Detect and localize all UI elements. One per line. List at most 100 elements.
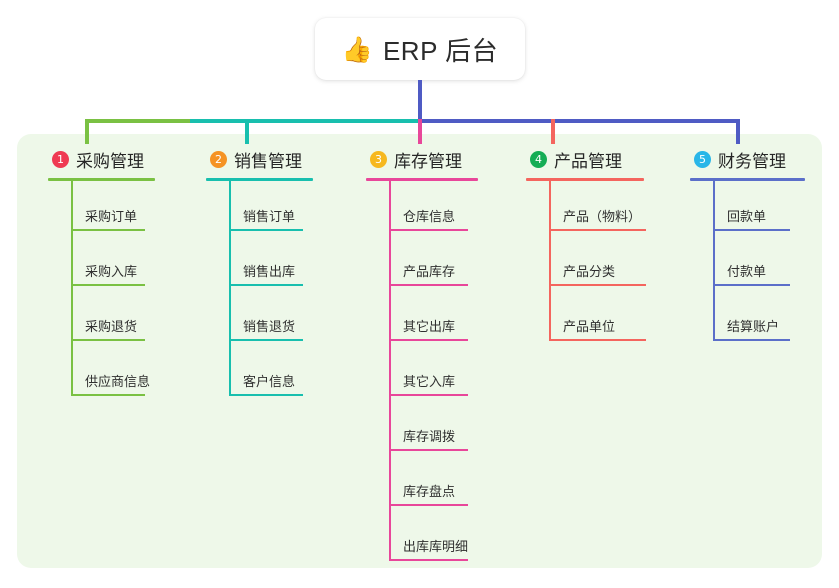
leaf-node[interactable]: 客户信息 (198, 346, 348, 401)
leaf-node[interactable]: 采购入库 (40, 236, 190, 291)
leaf-node-underline (229, 339, 303, 341)
branches-background-panel (17, 134, 822, 568)
branch-title: 财务管理 (718, 151, 786, 171)
leaf-node-underline (549, 229, 646, 231)
leaf-node[interactable]: 产品（物料） (518, 181, 678, 236)
branch-leaf-list: 仓库信息产品库存其它出库其它入库库存调拨库存盘点出库库明细 (358, 181, 508, 566)
leaf-node[interactable]: 库存调拨 (358, 401, 508, 456)
leaf-node[interactable]: 其它出库 (358, 291, 508, 346)
branch-header[interactable]: 1 采购管理 (40, 146, 190, 172)
leaf-node-underline (389, 504, 468, 506)
branch-underline (206, 178, 313, 181)
branch-header[interactable]: 3 库存管理 (358, 146, 508, 172)
branch-title: 产品管理 (554, 151, 622, 171)
branch-spine (713, 181, 715, 341)
leaf-node-label: 出库库明细 (403, 539, 469, 554)
leaf-node-underline (713, 284, 790, 286)
branch-column: 2 销售管理销售订单销售出库销售退货客户信息 (198, 146, 348, 401)
bus-segment-3 (418, 119, 740, 123)
branch-column: 4 产品管理产品（物料） 产品分类产品单位 (518, 146, 678, 346)
leaf-node-underline (389, 339, 468, 341)
branch-drop-4 (551, 119, 555, 144)
leaf-node-label: 采购订单 (85, 209, 138, 224)
leaf-node[interactable]: 产品库存 (358, 236, 508, 291)
leaf-node[interactable]: 出库库明细 (358, 511, 508, 566)
branch-spine (229, 181, 231, 396)
leaf-node-underline (389, 284, 468, 286)
leaf-node-label: 结算账户 (727, 319, 780, 334)
branch-drop-1 (85, 119, 89, 144)
leaf-node-label: 其它入库 (403, 374, 456, 389)
leaf-node-underline (229, 229, 303, 231)
leaf-node-label: 产品分类 (563, 264, 616, 279)
leaf-node-underline (71, 339, 145, 341)
leaf-node-underline (549, 339, 646, 341)
leaf-node-underline (549, 284, 646, 286)
leaf-node-label: 产品库存 (403, 264, 456, 279)
branch-drop-3 (418, 119, 422, 144)
root-node-title: ERP 后台 (382, 35, 499, 66)
leaf-node[interactable]: 产品分类 (518, 236, 678, 291)
branch-number-badge: 4 (530, 150, 547, 168)
branch-header[interactable]: 5 财务管理 (682, 146, 822, 172)
branch-title: 销售管理 (234, 151, 302, 171)
leaf-node[interactable]: 采购订单 (40, 181, 190, 236)
leaf-node-label: 回款单 (727, 209, 767, 224)
branch-number-badge: 3 (370, 150, 387, 168)
branch-header[interactable]: 2 销售管理 (198, 146, 348, 172)
branch-title: 库存管理 (394, 151, 462, 171)
branch-number-badge: 5 (694, 150, 711, 168)
branch-title: 采购管理 (76, 151, 144, 171)
bus-segment-2 (190, 119, 420, 123)
leaf-node-label: 产品（物料） (563, 209, 642, 224)
branch-column: 3 库存管理仓库信息产品库存其它出库其它入库库存调拨库存盘点出库库明细 (358, 146, 508, 566)
leaf-node-underline (389, 449, 468, 451)
leaf-node-underline (229, 394, 303, 396)
leaf-node[interactable]: 仓库信息 (358, 181, 508, 236)
branch-number-badge: 2 (210, 150, 227, 168)
branch-underline (690, 178, 805, 181)
leaf-node[interactable]: 产品单位 (518, 291, 678, 346)
leaf-node-label: 采购入库 (85, 264, 138, 279)
branch-spine (71, 181, 73, 396)
leaf-node-underline (229, 284, 303, 286)
leaf-node-underline (71, 394, 145, 396)
root-node-card[interactable]: 👍 ERP 后台 (315, 18, 525, 80)
branch-column: 5 财务管理回款单付款单结算账户 (682, 146, 822, 346)
branch-spine (389, 181, 391, 561)
leaf-node-underline (71, 284, 145, 286)
leaf-node-label: 库存调拨 (403, 429, 456, 444)
leaf-node-label: 客户信息 (243, 374, 296, 389)
branch-underline (366, 178, 478, 181)
root-stem-connector (418, 80, 422, 121)
leaf-node-underline (389, 394, 468, 396)
leaf-node-label: 采购退货 (85, 319, 138, 334)
leaf-node[interactable]: 回款单 (682, 181, 822, 236)
leaf-node[interactable]: 库存盘点 (358, 456, 508, 511)
thumbs-up-icon: 👍 (341, 34, 373, 64)
branch-column: 1 采购管理采购订单采购入库采购退货供应商信息 (40, 146, 190, 401)
leaf-node[interactable]: 销售退货 (198, 291, 348, 346)
branch-leaf-list: 采购订单采购入库采购退货供应商信息 (40, 181, 190, 401)
leaf-node[interactable]: 结算账户 (682, 291, 822, 346)
leaf-node[interactable]: 供应商信息 (40, 346, 190, 401)
leaf-node-label: 销售退货 (243, 319, 296, 334)
branch-drop-2 (245, 119, 249, 144)
branch-leaf-list: 销售订单销售出库销售退货客户信息 (198, 181, 348, 401)
leaf-node-label: 仓库信息 (403, 209, 456, 224)
branch-drop-5 (736, 119, 740, 144)
leaf-node[interactable]: 销售订单 (198, 181, 348, 236)
leaf-node-underline (389, 559, 468, 561)
leaf-node[interactable]: 销售出库 (198, 236, 348, 291)
leaf-node-label: 付款单 (727, 264, 767, 279)
leaf-node[interactable]: 采购退货 (40, 291, 190, 346)
leaf-node-label: 其它出库 (403, 319, 456, 334)
leaf-node[interactable]: 付款单 (682, 236, 822, 291)
leaf-node-label: 销售订单 (243, 209, 296, 224)
branch-header[interactable]: 4 产品管理 (518, 146, 678, 172)
leaf-node-label: 产品单位 (563, 319, 616, 334)
leaf-node-label: 库存盘点 (403, 484, 456, 499)
branch-number-badge: 1 (52, 150, 69, 168)
leaf-node[interactable]: 其它入库 (358, 346, 508, 401)
